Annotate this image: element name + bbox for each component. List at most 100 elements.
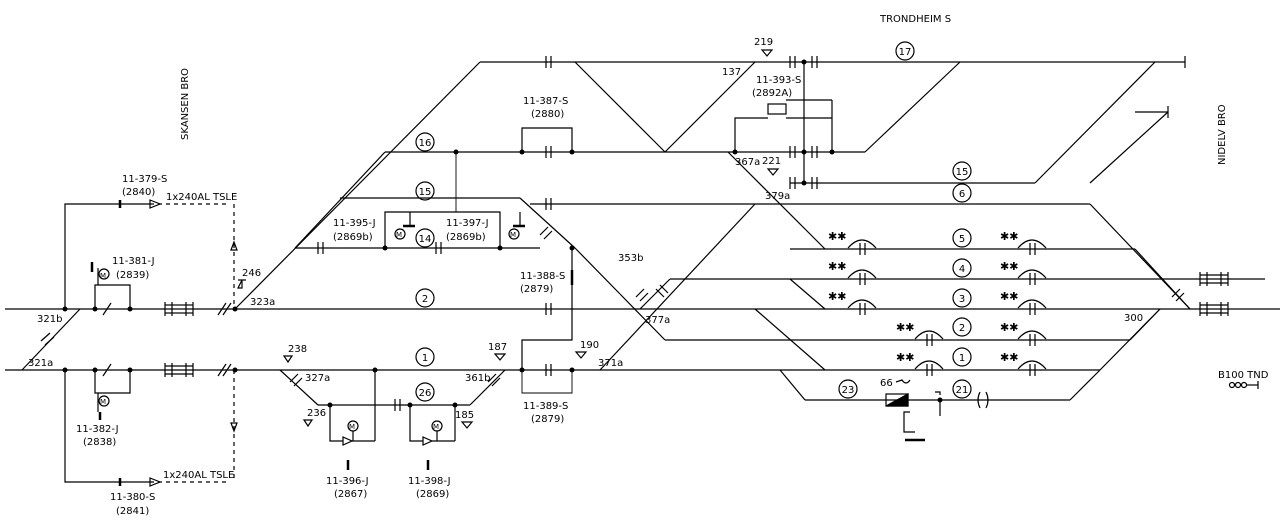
sw-219: 219 — [754, 37, 773, 48]
label-b100: B100 TND — [1218, 370, 1269, 381]
track-23: 23 — [842, 385, 855, 396]
track-17: 17 — [899, 47, 912, 58]
disconnector-382 — [94, 370, 131, 420]
lbl-388: 11-388-S — [520, 271, 565, 282]
stars-4r: ✱✱ — [1000, 260, 1018, 273]
transformer-66 — [885, 391, 941, 442]
sw-221: 221 — [762, 156, 781, 167]
b100-coil-icon — [1228, 381, 1259, 389]
link-388 — [521, 248, 574, 370]
sw-321b: 321b — [37, 314, 62, 325]
lbl-387n: (2880) — [531, 109, 564, 120]
switch-numbers: 321b 321a 323a 327a 361b 371a 377a 353b … — [28, 37, 1143, 421]
junction-dots — [62, 59, 943, 408]
motor-381: M — [100, 272, 106, 280]
sw-137: 137 — [722, 67, 741, 78]
sw-327a: 327a — [305, 373, 330, 384]
lbl-388n: (2879) — [520, 284, 553, 295]
track-numbers: 17 16 15 15 14 6 5 4 3 2 2 1 1 26 23 21 — [415, 41, 972, 402]
stars-2l: ✱✱ — [896, 321, 914, 334]
feeder-cables — [64, 199, 238, 487]
motor-398: M — [433, 423, 439, 431]
section-markers — [847, 239, 1047, 370]
lbl-398n: (2869) — [416, 489, 449, 500]
equipment-labels: 11-379-S (2840) 1x240AL TSLE 11-381-J (2… — [76, 75, 801, 517]
track-16: 16 — [419, 138, 432, 149]
sw-236: 236 — [307, 408, 326, 419]
stars-3r: ✱✱ — [1000, 290, 1018, 303]
lbl-tsle1: 1x240AL TSLE — [166, 192, 237, 203]
track-lines — [5, 56, 1280, 406]
stars-5r: ✱✱ — [1000, 230, 1018, 243]
track-15-left: 15 — [419, 187, 432, 198]
disconnector-381 — [90, 262, 131, 309]
lbl-393: 11-393-S — [756, 75, 801, 86]
track-4: 4 — [959, 264, 965, 275]
lbl-395n: (2869b) — [333, 232, 373, 243]
insulated-joints — [40, 56, 1185, 411]
bridge-joint-symbols — [164, 272, 1229, 377]
sw-371a: 371a — [598, 358, 623, 369]
sw-353b: 353b — [618, 253, 643, 264]
bridge-joint-1 — [164, 302, 194, 316]
lbl-396: 11-396-J — [326, 476, 369, 487]
lbl-381n: (2839) — [116, 270, 149, 281]
label-skansen: SKANSEN BRO — [180, 68, 191, 140]
motor-396: M — [349, 423, 355, 431]
motor-labels: M M M M M M — [100, 231, 516, 431]
stars-4l: ✱✱ — [828, 260, 846, 273]
track-26: 26 — [419, 388, 432, 399]
sw-246: 246 — [242, 268, 261, 279]
lbl-389n: (2879) — [531, 414, 564, 425]
section-387 — [521, 127, 573, 152]
label-trondheim: TRONDHEIM S — [879, 14, 951, 25]
disconnector-398 — [409, 405, 456, 470]
sw-367a: 367a — [735, 157, 760, 168]
bridge-joint-2 — [164, 363, 194, 377]
star-markers: ✱✱ ✱✱ ✱✱ ✱✱ ✱✱ ✱✱ ✱✱ ✱✱ ✱✱ ✱✱ — [828, 230, 1018, 364]
lbl-379n: (2840) — [122, 187, 155, 198]
lbl-tsle2: 1x240AL TSLE — [163, 470, 234, 481]
lbl-393n: (2892A) — [752, 88, 792, 99]
lbl-380n: (2841) — [116, 506, 149, 517]
motor-382: M — [100, 398, 106, 406]
track-2-right: 2 — [959, 323, 965, 334]
track-5: 5 — [959, 234, 965, 245]
lbl-396n: (2867) — [334, 489, 367, 500]
stars-1r: ✱✱ — [1000, 351, 1018, 364]
track-6: 6 — [959, 189, 965, 200]
motor-397: M — [510, 231, 516, 239]
sw-190: 190 — [580, 340, 599, 351]
track-1-right: 1 — [959, 353, 965, 364]
track-21: 21 — [956, 385, 969, 396]
sw-300: 300 — [1124, 313, 1143, 324]
track-2-left: 2 — [422, 294, 428, 305]
sw-377a: 377a — [645, 315, 670, 326]
stars-1l: ✱✱ — [896, 351, 914, 364]
lbl-389: 11-389-S — [523, 401, 568, 412]
disconnector-393 — [734, 62, 833, 183]
stars-5l: ✱✱ — [828, 230, 846, 243]
sw-321a: 321a — [28, 358, 53, 369]
lbl-381: 11-381-J — [112, 256, 155, 267]
track-1-left: 1 — [422, 353, 428, 364]
stars-3l: ✱✱ — [828, 290, 846, 303]
lbl-398: 11-398-J — [408, 476, 451, 487]
lbl-382: 11-382-J — [76, 424, 119, 435]
label-nidelv: NIDELV BRO — [1217, 104, 1228, 165]
sw-379a: 379a — [765, 191, 790, 202]
motor-395: M — [396, 231, 402, 239]
lbl-397: 11-397-J — [446, 218, 489, 229]
lbl-382n: (2838) — [83, 437, 116, 448]
sw-185: 185 — [455, 410, 474, 421]
lbl-380: 11-380-S — [110, 492, 155, 503]
sw-323a: 323a — [250, 297, 275, 308]
lbl-395: 11-395-J — [333, 218, 376, 229]
sw-187: 187 — [488, 342, 507, 353]
bridge-joint-4 — [1199, 302, 1229, 316]
sw-361b: 361b — [465, 373, 490, 384]
disconnector-396 — [329, 370, 376, 470]
track-14: 14 — [419, 234, 432, 245]
signal-icons — [237, 49, 911, 429]
